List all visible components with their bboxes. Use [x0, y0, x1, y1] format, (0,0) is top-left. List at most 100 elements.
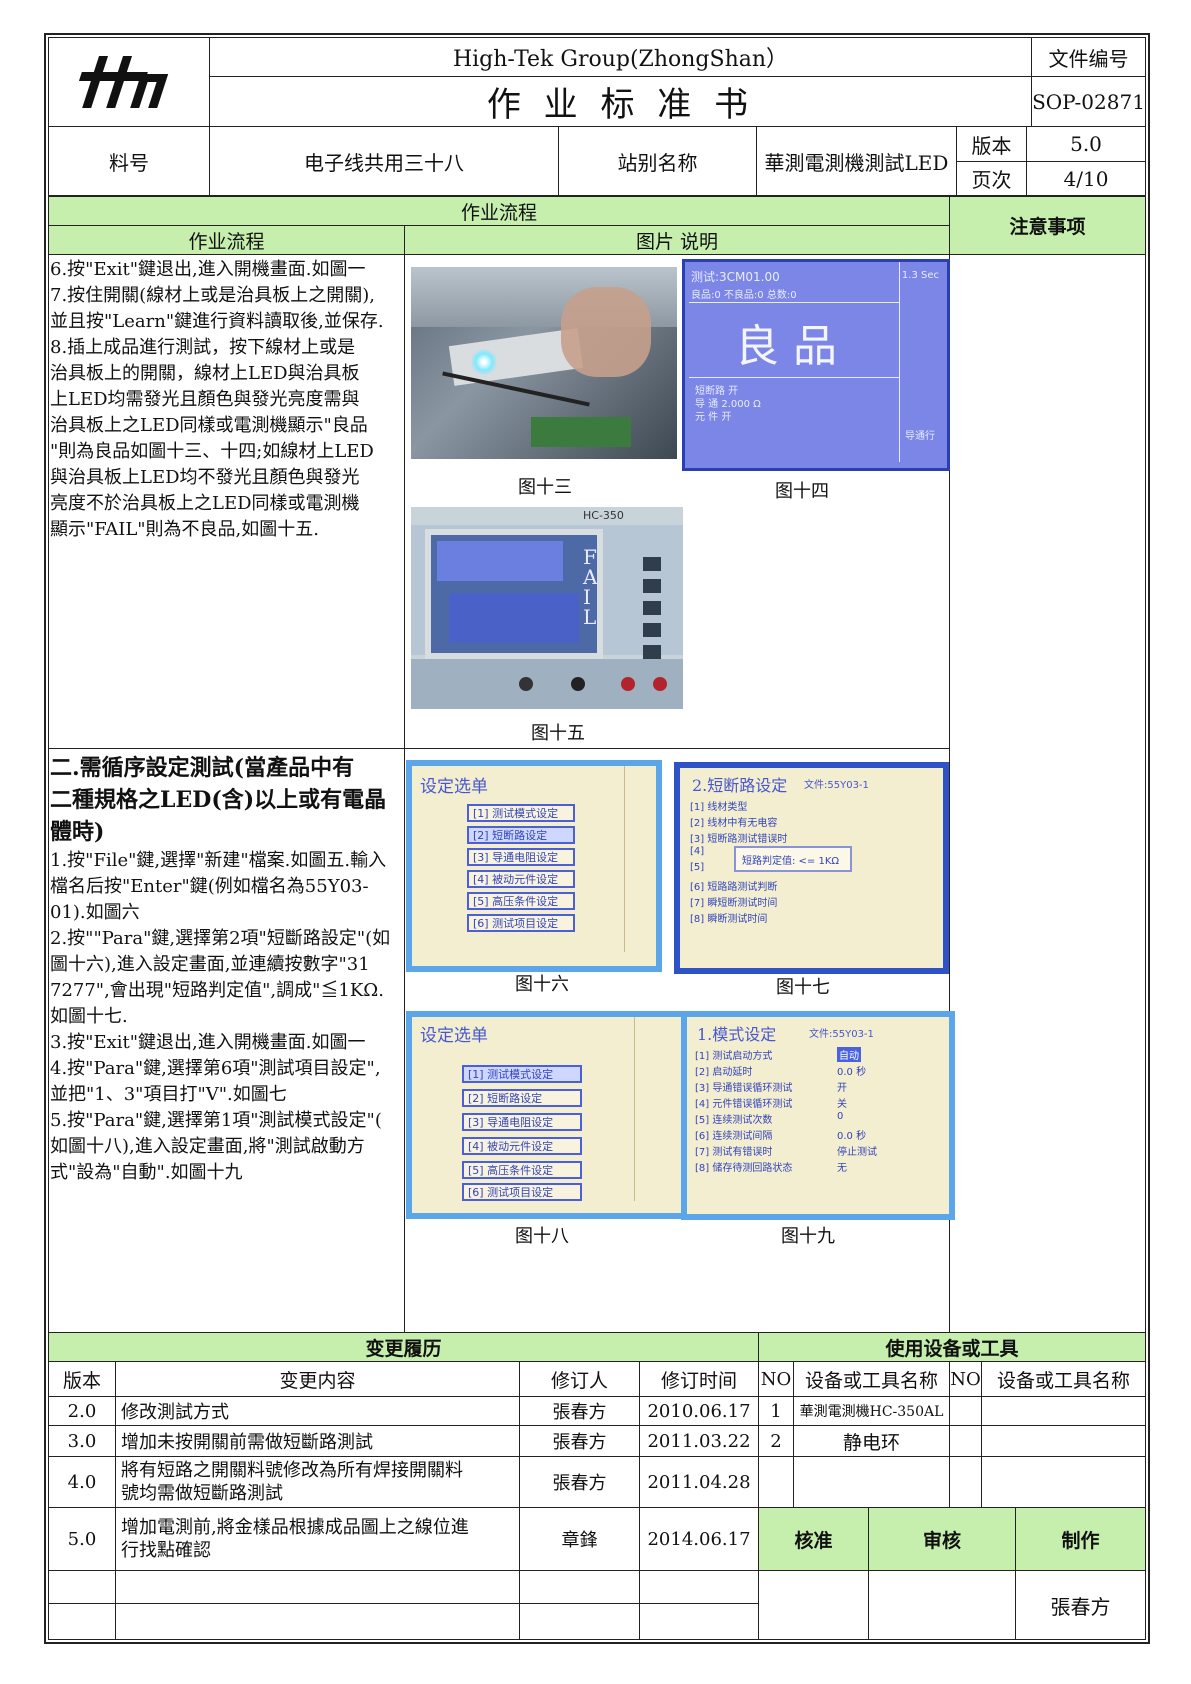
fig19-file: 文件:55Y03-1 — [809, 1029, 874, 1040]
equipment-title: 使用设备或工具 — [758, 1332, 1146, 1362]
history-empty-row-1-b — [115, 1570, 520, 1604]
history-row-3-version: 4.0 — [48, 1456, 116, 1508]
procedure-step-6-8: 6.按"Exit"鍵退出,進入開機畫面.如圖一 7.按住開關(線材上或是治具板上… — [50, 259, 384, 540]
history-empty-row-1-c — [519, 1570, 640, 1604]
notes-col-header: 注意事项 — [949, 196, 1146, 255]
history-row-2-reviser: 張春方 — [519, 1425, 640, 1457]
equipment-row-1-no-2 — [949, 1396, 982, 1426]
equipment-empty-c — [949, 1456, 982, 1508]
station-value: 華測電測機測試LED — [756, 126, 957, 196]
equipment-row-2-no-2 — [949, 1425, 982, 1457]
equipment-row-1-no: 1 — [758, 1396, 794, 1426]
history-empty-row-1-d — [639, 1570, 759, 1604]
header: High-Tek Group(ZhongShan） 作 业 标 准 书 文件编号… — [48, 37, 1146, 197]
fig19-value-2: 0.0 秒 — [837, 1067, 867, 1078]
fig19-value-3: 开 — [837, 1083, 847, 1094]
fig17-popup: 短路判定值: <= 1KΩ — [734, 846, 852, 872]
history-header-date: 修订时间 — [639, 1361, 759, 1397]
fig15-model-label: HC-350 — [583, 509, 624, 522]
procedure-section-2-heading: 二.需循序設定測試(當產品中有 二種規格之LED(含)以上或有電晶 體時) — [50, 755, 387, 845]
company-logo — [79, 56, 169, 108]
fig14-counts: 良品:0 不良品:0 总数:0 — [691, 290, 797, 301]
fig16-item-1: [1] 测试模式设定 — [467, 804, 575, 822]
fig16-item-6: [6] 测试项目设定 — [467, 914, 575, 932]
history-header-version: 版本 — [48, 1361, 116, 1397]
history-row-2-version: 3.0 — [48, 1425, 116, 1457]
fig14-line-1: 短断路 开 — [695, 386, 739, 397]
version-value: 5.0 — [1026, 126, 1146, 162]
notes-area — [949, 254, 1146, 1333]
section-divider — [48, 748, 950, 749]
fig18-item-2: [2] 短断路设定 — [462, 1089, 582, 1107]
fig14-time: 1.3 Sec — [901, 270, 939, 281]
fig16-item-4: [4] 被动元件设定 — [467, 870, 575, 888]
fig19-row-5: [5] 连续测试次数 — [695, 1115, 773, 1126]
fig19-row-7: [7] 测试有错误时 — [695, 1147, 773, 1158]
fig18-item-4: [4] 被动元件设定 — [462, 1137, 582, 1155]
history-header-reviser: 修订人 — [519, 1361, 640, 1397]
fig16-title: 设定选单 — [420, 777, 488, 797]
doc-no-label: 文件编号 — [1031, 37, 1146, 77]
fig19-value-4: 关 — [837, 1099, 847, 1110]
fig18-caption: 图十八 — [515, 1226, 569, 1247]
equipment-empty-b — [793, 1456, 950, 1508]
history-row-2-date: 2011.03.22 — [639, 1425, 759, 1457]
fig17-row-7: [7] 瞬短断测试时间 — [690, 898, 778, 909]
doc-no: SOP-02871 — [1031, 76, 1146, 127]
fig16-item-5: [5] 高压条件设定 — [467, 892, 575, 910]
fig19-title: 1.模式设定 — [697, 1025, 777, 1044]
fig18-title: 设定选单 — [420, 1026, 488, 1046]
equipment-row-2-name-2 — [981, 1425, 1146, 1457]
fig13-caption: 图十三 — [518, 477, 572, 498]
change-history-title: 变更履历 — [48, 1332, 759, 1362]
fig19-value-5: 0 — [837, 1111, 844, 1122]
fig18-screen: 设定选单 [1] 测试模式设定 [2] 短断路设定 [3] 导通电阻设定 [4]… — [406, 1011, 687, 1219]
fig16-item-2: [2] 短断路设定 — [467, 826, 575, 844]
review-label: 审核 — [868, 1507, 1016, 1571]
fig19-caption: 图十九 — [781, 1226, 835, 1247]
image-col-header: 图片 说明 — [404, 225, 950, 255]
history-header-content: 变更内容 — [115, 1361, 520, 1397]
history-row-3-reviser: 張春方 — [519, 1456, 640, 1508]
part-value: 电子线共用三十八 — [209, 126, 559, 196]
equipment-header-name-1: 设备或工具名称 — [793, 1361, 950, 1397]
fig15-caption: 图十五 — [531, 723, 585, 744]
history-empty-row-1-a — [48, 1570, 116, 1604]
fig16-caption: 图十六 — [515, 974, 569, 995]
fig17-screen: 2.短断路设定 文件:55Y03-1 [1] 线材类型 [2] 线材中有无电容 … — [674, 762, 949, 974]
fig18-item-5: [5] 高压条件设定 — [462, 1161, 582, 1179]
fig14-corner: 导通行 — [905, 431, 935, 442]
fig19-row-1: [1] 测试启动方式 — [695, 1051, 773, 1062]
fig17-row-3: [3] 短断路测试错误时 — [690, 834, 788, 845]
equipment-row-1-name-2 — [981, 1396, 1146, 1426]
fig17-row-1: [1] 线材类型 — [690, 802, 748, 813]
fig19-row-4: [4] 元件错误循环测试 — [695, 1099, 793, 1110]
history-row-1-date: 2010.06.17 — [639, 1396, 759, 1426]
fig18-item-1: [1] 测试模式设定 — [462, 1065, 582, 1083]
page-value: 4/10 — [1026, 161, 1146, 196]
version-label: 版本 — [956, 126, 1027, 162]
fig15-photo: HC-350 FAIL — [411, 507, 683, 709]
history-row-3-content: 將有短路之開關料號修改為所有焊接開關料 號均需做短斷路測試 — [115, 1456, 520, 1508]
approve-label: 核准 — [758, 1507, 869, 1571]
flow-col-header: 作业流程 — [48, 225, 405, 255]
fig14-result: 良 品 — [735, 321, 837, 372]
fig19-screen: 1.模式设定 文件:55Y03-1 [1] 测试启动方式 [2] 启动延时 [3… — [681, 1011, 955, 1220]
fig19-row-8: [8] 储存待测回路状态 — [695, 1163, 793, 1174]
equipment-row-1-name: 華測電測機HC-350AL — [793, 1396, 950, 1426]
fig19-row-2: [2] 启动延时 — [695, 1067, 753, 1078]
fig17-row-6: [6] 短路路测试判断 — [690, 882, 778, 893]
fig19-value-7: 停止测试 — [837, 1147, 877, 1158]
page-label: 页次 — [956, 161, 1027, 196]
fig19-value-1: 自动 — [837, 1047, 861, 1062]
history-row-4-content: 增加電測前,將金樣品根據成品圖上之線位進 行找點確認 — [115, 1507, 520, 1571]
equipment-header-no-2: NO — [949, 1361, 982, 1397]
review-signature — [868, 1570, 1016, 1640]
fig17-row-8: [8] 瞬断测试时间 — [690, 914, 768, 925]
equipment-row-2-name: 静电环 — [793, 1425, 950, 1457]
fig14-header: 测试:3CM01.00 — [691, 270, 780, 284]
history-empty-row-2-a — [48, 1603, 116, 1640]
equipment-row-2-no: 2 — [758, 1425, 794, 1457]
maker-name: 張春方 — [1015, 1570, 1146, 1640]
fig14-screen: 测试:3CM01.00 1.3 Sec 良品:0 不良品:0 总数:0 良 品 … — [682, 259, 950, 471]
